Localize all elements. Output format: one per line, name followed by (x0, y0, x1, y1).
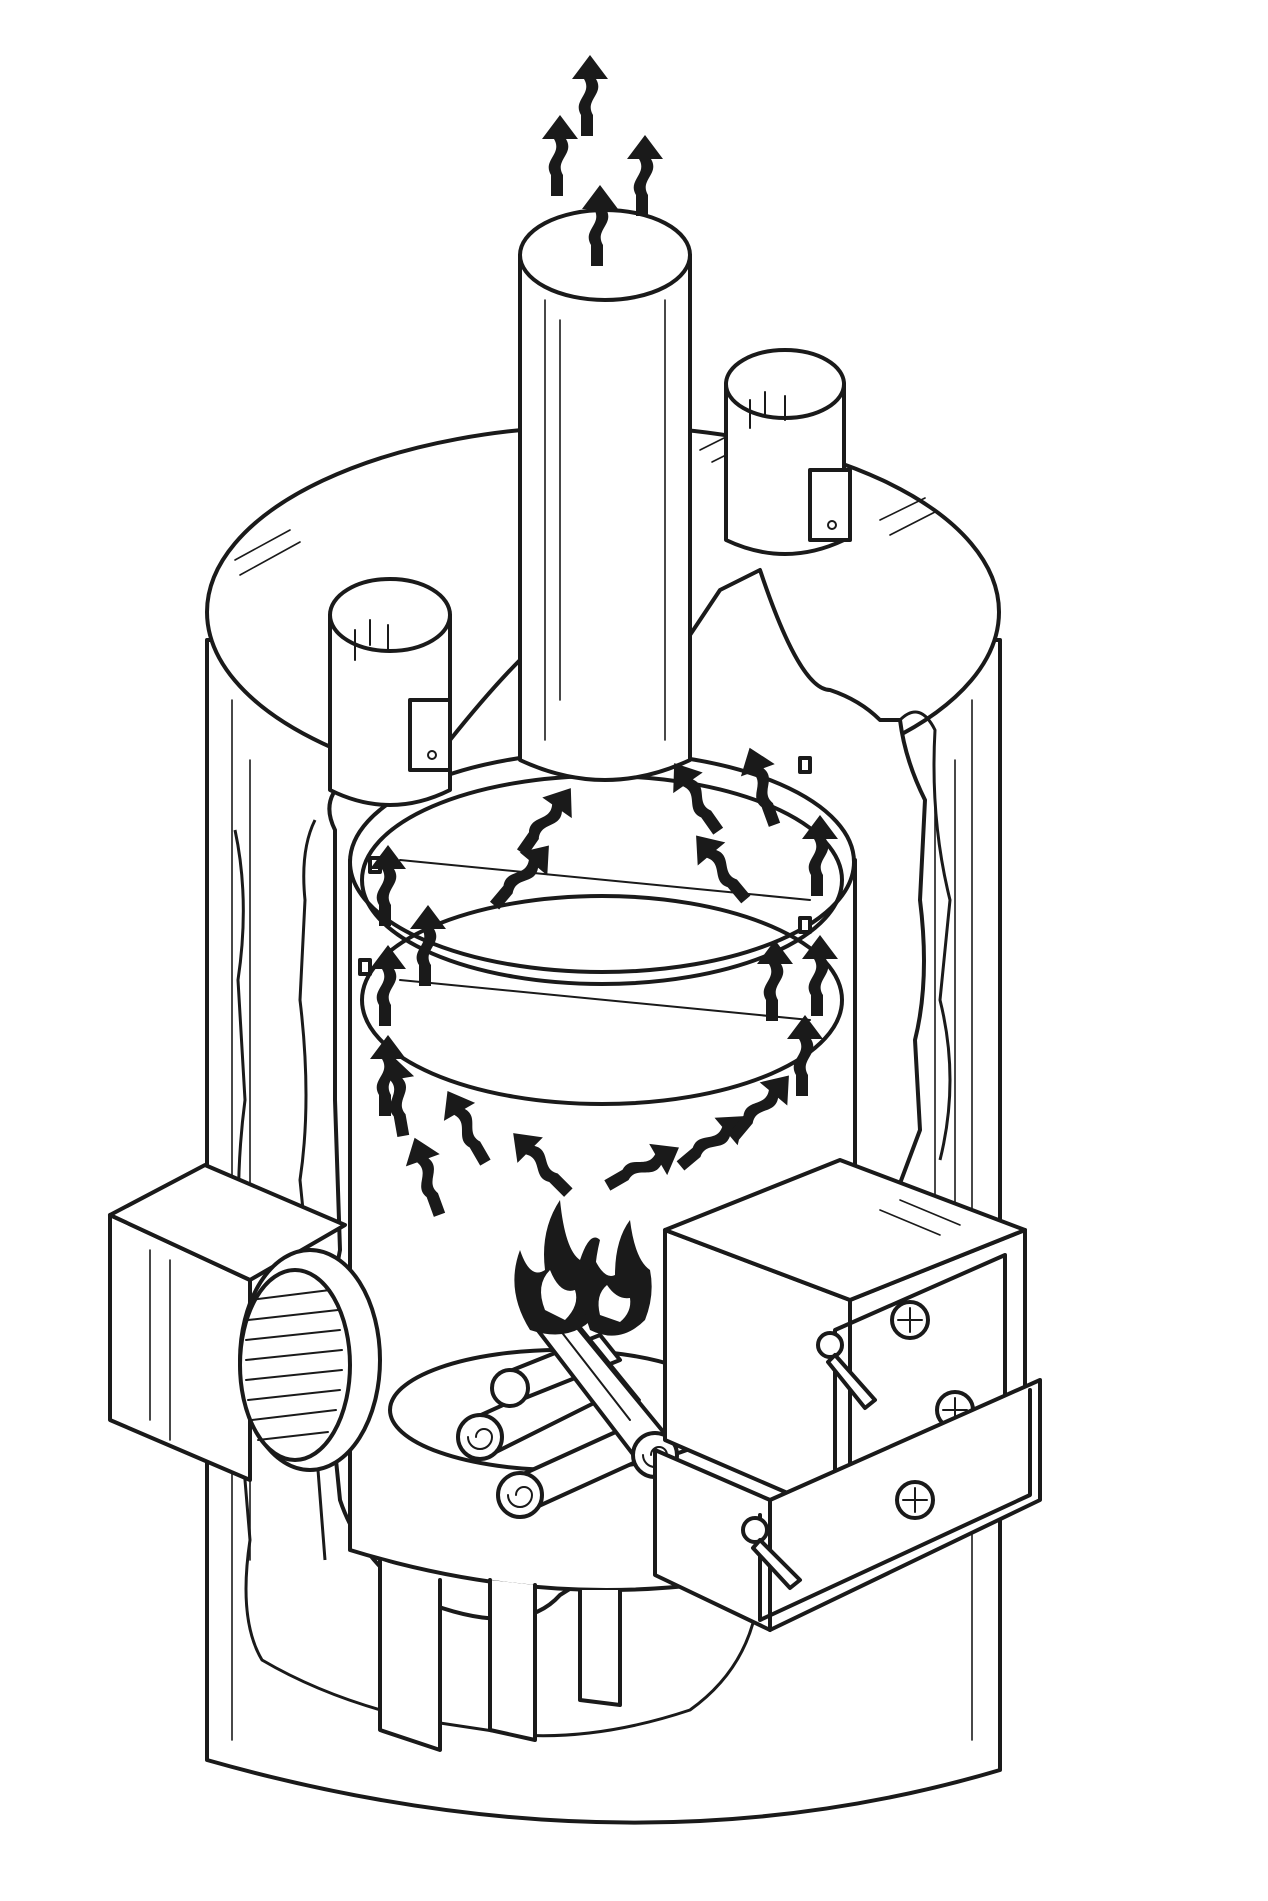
smoke-arrow-icon (729, 1075, 789, 1140)
smoke-arrow-icon (370, 845, 406, 926)
smoke-arrow-icon (542, 115, 578, 196)
smoke-arrow-icon (405, 1137, 446, 1217)
smoke-arrow-icon (370, 945, 406, 1026)
smoke-arrow-icon (604, 1143, 679, 1191)
smoke-arrow-icon (802, 935, 838, 1016)
smoke-arrow-icon (378, 1055, 415, 1138)
smoke-arrow-icon (787, 1015, 823, 1096)
firebox-legs (378, 1558, 622, 1752)
flame-icon (514, 1200, 600, 1335)
damper-icon (895, 1480, 935, 1520)
smoke-arrow-icon (572, 55, 608, 136)
fire (514, 1200, 652, 1336)
smoke-arrow-icon (489, 845, 549, 910)
airflow-arrows (370, 55, 838, 1217)
log-icon (456, 1368, 602, 1461)
smoke-arrow-icon (740, 747, 781, 827)
flame-icon (583, 1220, 652, 1336)
smoke-arrow-icon (696, 835, 751, 904)
right-collar (724, 348, 852, 556)
smoke-arrow-icon (516, 788, 572, 857)
damper-icon (890, 1300, 975, 1430)
side-duct (108, 1163, 347, 1482)
smoke-arrow-icon (410, 905, 446, 986)
smoke-arrow-icon (582, 185, 618, 266)
left-collar (328, 577, 452, 807)
smoke-arrow-icon (513, 1133, 573, 1197)
door-knob-icon (816, 1331, 877, 1410)
smoke-arrow-icon (627, 135, 663, 216)
smoke-arrow-icon (757, 940, 793, 1021)
door-knob-icon (741, 1516, 802, 1590)
smoke-arrow-icon (443, 1091, 491, 1166)
blower-fan (238, 1248, 382, 1472)
baffle-plate-lower (360, 894, 844, 1106)
smoke-arrow-icon (676, 1116, 745, 1171)
smoke-arrow-icon (673, 763, 724, 835)
chimney-pipe (518, 208, 692, 782)
smoke-arrow-icon (802, 815, 838, 896)
ash-drawer-box (653, 1378, 1042, 1632)
